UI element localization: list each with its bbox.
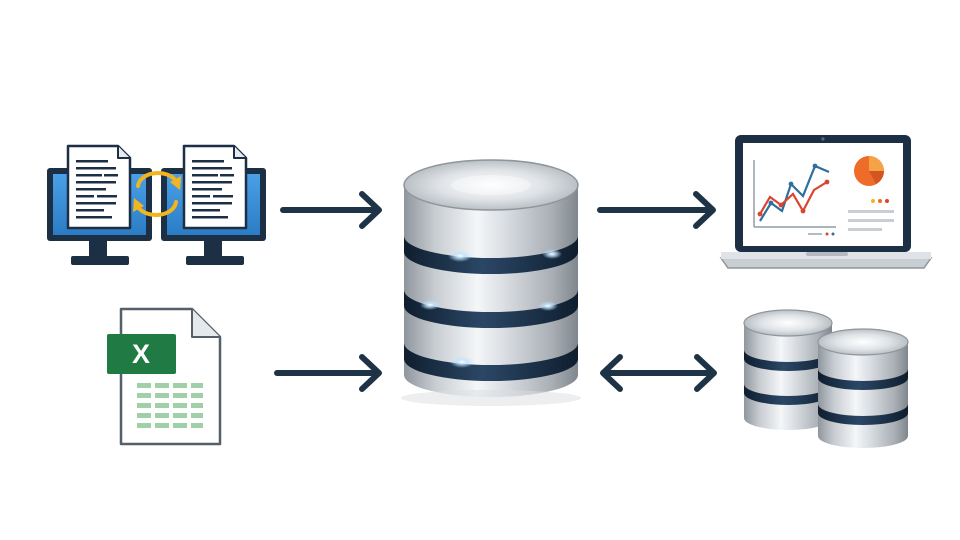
- line-chart-icon: [753, 160, 836, 236]
- glow-highlight: [448, 250, 472, 262]
- sync-arrowhead: [170, 176, 181, 190]
- glow-highlight: [542, 249, 562, 259]
- bidirectional-arrow-icon: [600, 354, 717, 392]
- sync-arrows-icon: [136, 171, 178, 217]
- glow-highlight: [538, 301, 558, 311]
- glow-highlight: [420, 300, 440, 310]
- pie-chart-icon: [854, 156, 884, 186]
- spreadsheet-grid: [137, 383, 203, 428]
- sync-arrowhead: [133, 198, 144, 212]
- arrow-right-icon: [274, 354, 382, 392]
- arrow-right-icon: [280, 191, 382, 229]
- database-icon: [743, 309, 833, 430]
- central-database-icon: [401, 159, 581, 406]
- excel-badge: [107, 334, 176, 374]
- document-icon: [66, 144, 132, 230]
- laptop-analytics-icon: [719, 135, 933, 269]
- database-band: [404, 343, 578, 381]
- excel-letter: X: [132, 339, 150, 369]
- database-band: [404, 290, 578, 328]
- database-icon: [817, 328, 909, 448]
- excel-file-icon: X: [107, 307, 222, 446]
- glow-highlight: [450, 356, 474, 368]
- legend-lines: [848, 199, 894, 231]
- sync-monitors-group: [47, 144, 266, 265]
- document-icon: [182, 144, 248, 230]
- database-band: [404, 236, 578, 274]
- arrow-right-icon: [597, 191, 716, 229]
